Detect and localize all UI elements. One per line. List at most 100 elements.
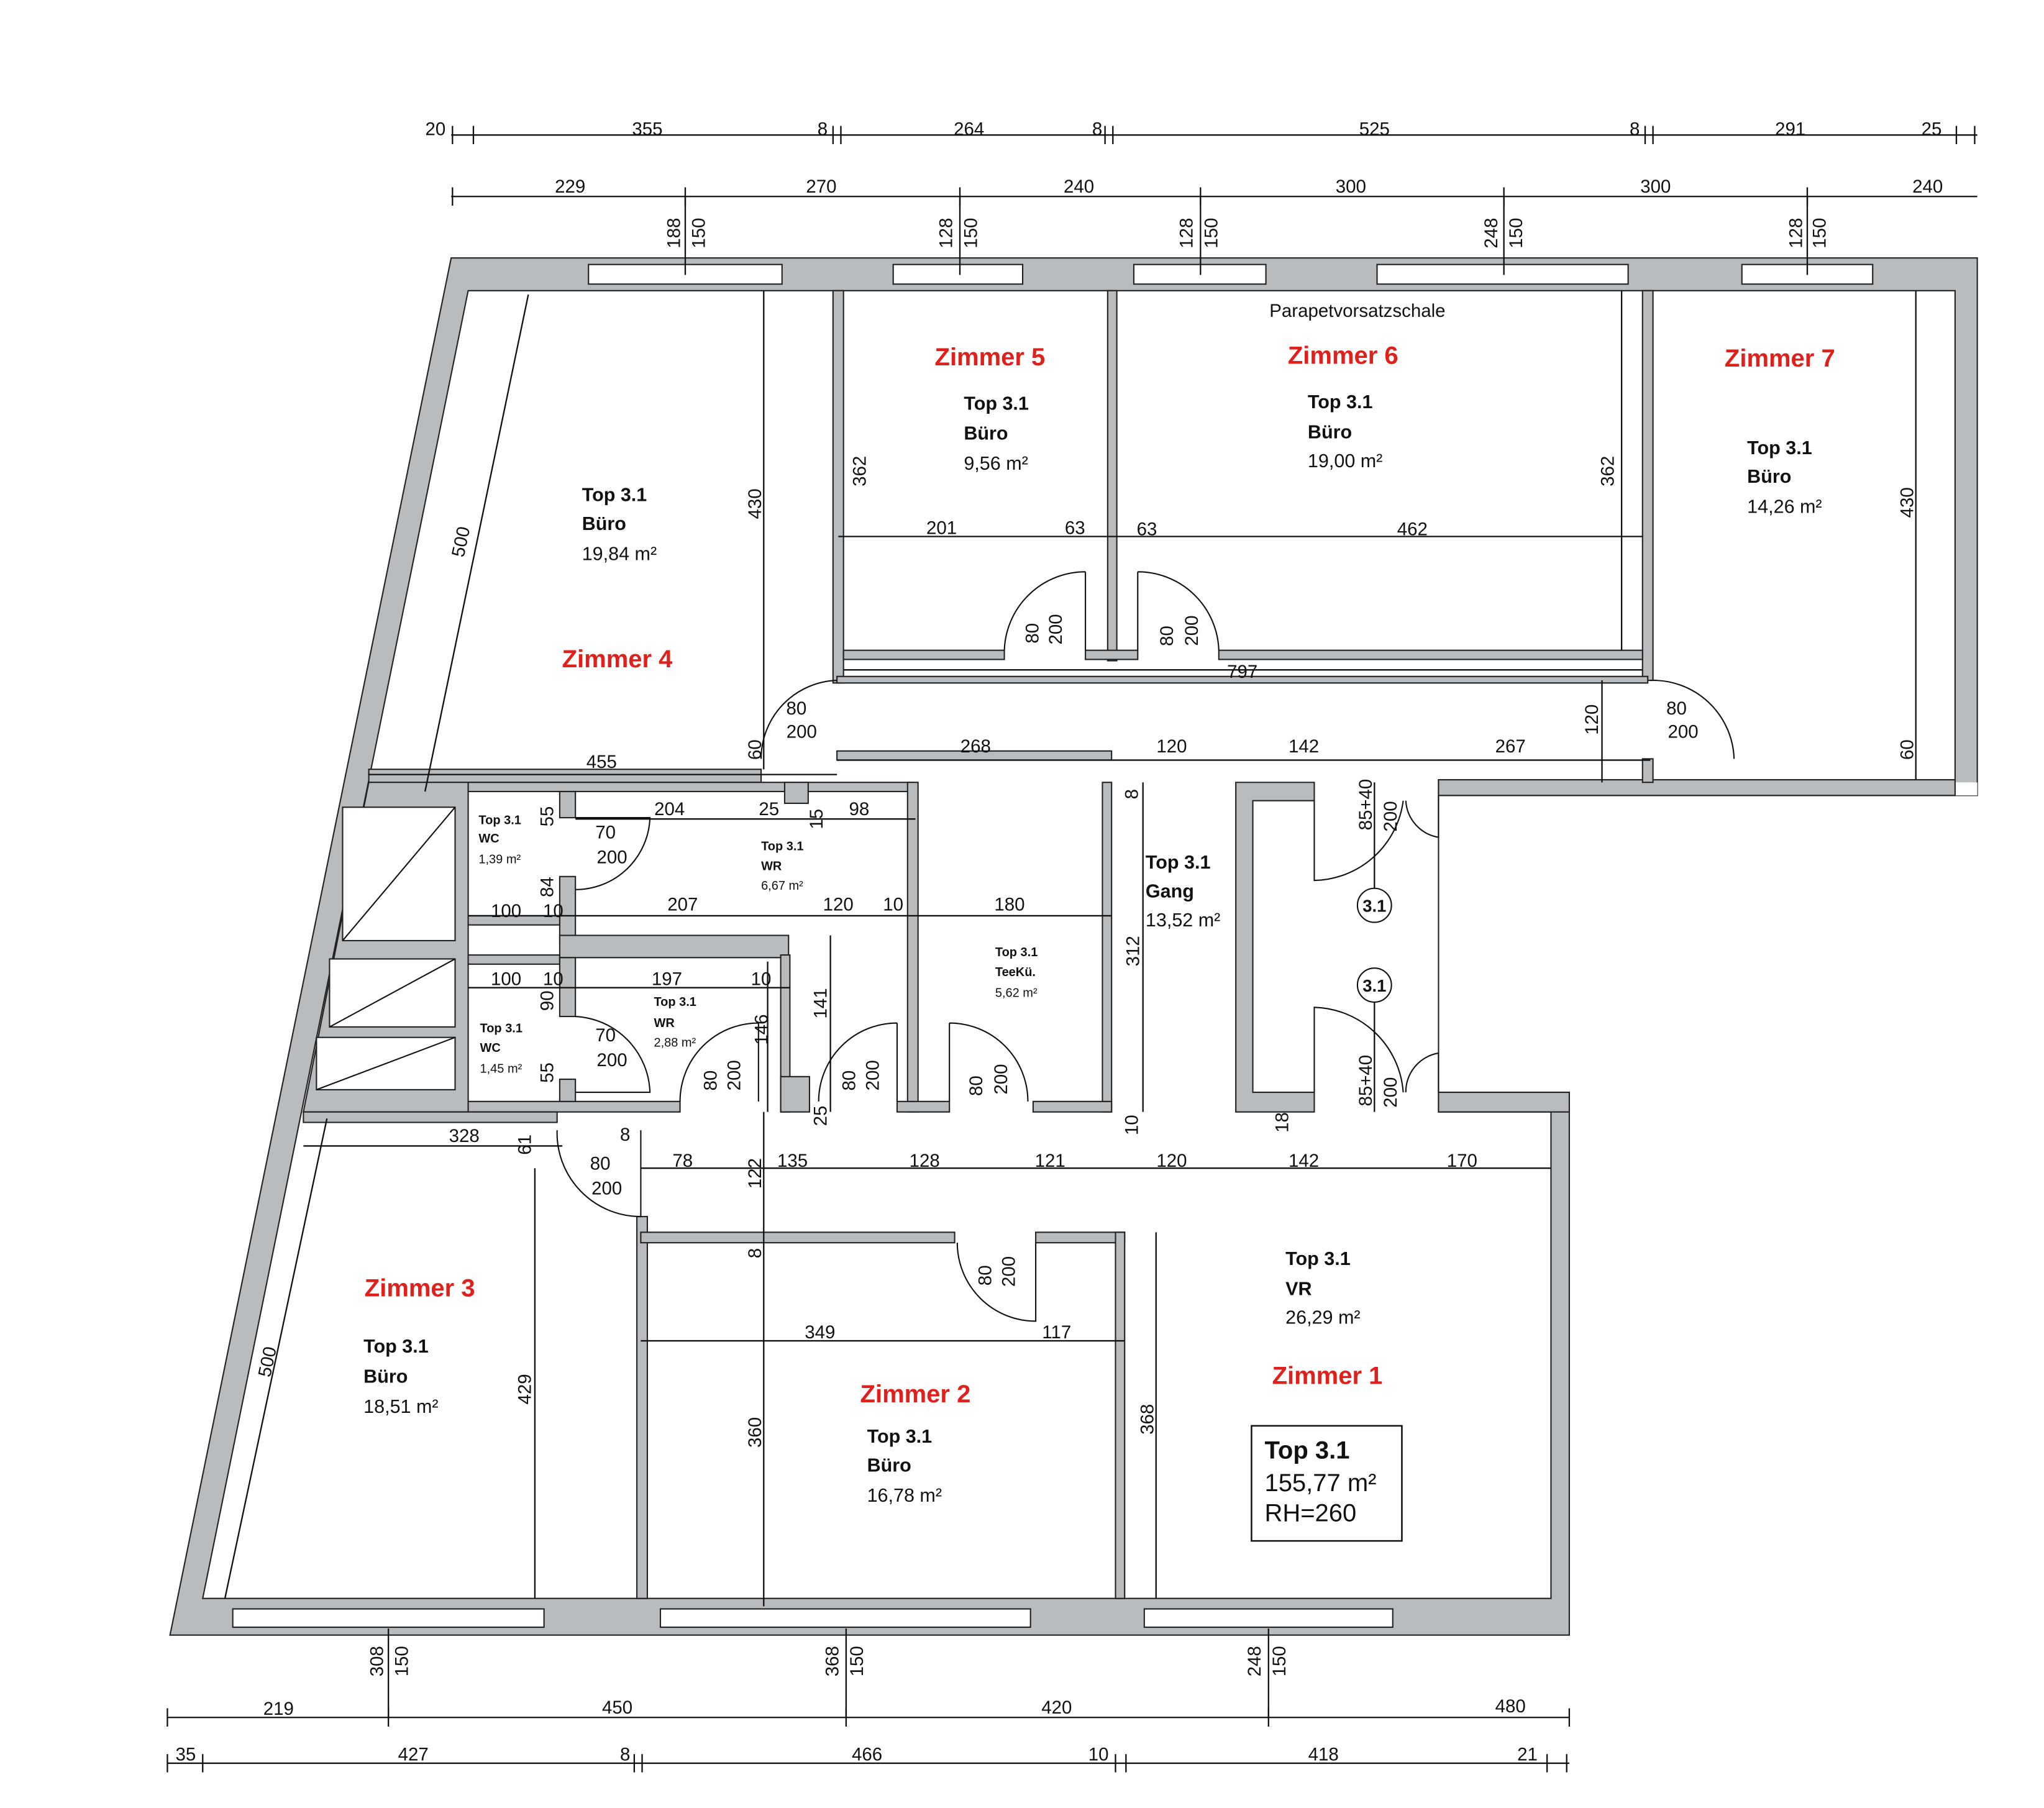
room-name: Zimmer 1 xyxy=(1272,1363,1383,1390)
dim-label: 270 xyxy=(806,176,836,197)
room-area: 1,39 m² xyxy=(478,853,521,867)
door-swings xyxy=(556,571,1735,1322)
dim-label: 480 xyxy=(1495,1696,1526,1717)
dim-label: 240 xyxy=(1064,176,1094,197)
room-name: Zimmer 5 xyxy=(935,344,1046,371)
dim-label: 90 xyxy=(537,990,557,1011)
dim-label: 10 xyxy=(543,969,563,990)
dim-label: 368 xyxy=(1138,1404,1158,1435)
dim-label: 200 xyxy=(724,1060,744,1090)
dim-label: 450 xyxy=(602,1697,632,1718)
dim-label: 122 xyxy=(745,1158,765,1189)
room-unit: Top 3.1 xyxy=(995,946,1038,959)
room-type: WC xyxy=(480,1041,501,1055)
dim-label: 268 xyxy=(960,736,991,757)
room-unit: Top 3.1 xyxy=(478,814,521,828)
room-area: 18,51 m² xyxy=(363,1396,438,1417)
dim-label: 300 xyxy=(1640,176,1671,197)
window-width: 308 xyxy=(367,1646,388,1676)
dim-label: 128 xyxy=(910,1151,940,1171)
dim-label: 200 xyxy=(998,1256,1019,1287)
dim-label: 10 xyxy=(751,969,772,990)
dim-label: 200 xyxy=(597,1050,627,1071)
dim-label: 117 xyxy=(1042,1322,1071,1343)
room-unit: Top 3.1 xyxy=(654,995,696,1009)
dim-label: 10 xyxy=(883,895,903,915)
dim-label: 8 xyxy=(1121,789,1142,799)
room-type: Büro xyxy=(964,423,1008,444)
dim-label: 142 xyxy=(1289,736,1319,757)
window-height: 150 xyxy=(392,1646,413,1676)
dim-label: 120 xyxy=(1156,736,1187,757)
room-area: 1,45 m² xyxy=(480,1062,522,1076)
dim-label: 229 xyxy=(555,176,585,197)
room-unit: Top 3.1 xyxy=(1747,437,1812,459)
parapet-label: Parapetvorsatzschale xyxy=(1269,301,1445,321)
dim-label: 80 xyxy=(1022,623,1043,644)
room-zimmer5: Zimmer 5 Top 3.1 Büro 9,56 m² xyxy=(935,344,1046,474)
room-area: 6,67 m² xyxy=(761,879,803,893)
room-type: Büro xyxy=(582,513,626,534)
dim-label: 797 xyxy=(1227,662,1257,682)
dim-label: 10 xyxy=(1088,1745,1109,1765)
room-type: Büro xyxy=(363,1366,408,1387)
dim-label: 360 xyxy=(745,1417,765,1448)
dim-label: 328 xyxy=(449,1126,480,1146)
room-type: TeeKü. xyxy=(995,966,1036,979)
window-height: 150 xyxy=(1269,1646,1290,1676)
room-unit: Top 3.1 xyxy=(480,1021,522,1035)
summary-unit: Top 3.1 xyxy=(1264,1436,1349,1464)
dim-label: 427 xyxy=(398,1745,429,1765)
dim-label: 98 xyxy=(849,799,870,820)
room-type: WR xyxy=(654,1016,675,1030)
room-type: Büro xyxy=(1308,422,1352,443)
summary-area: 155,77 m² xyxy=(1264,1469,1376,1497)
dim-label: 170 xyxy=(1447,1151,1477,1171)
dim-label: 267 xyxy=(1495,736,1526,757)
dim-label: 60 xyxy=(1897,739,1918,760)
room-type: WC xyxy=(478,832,499,846)
axis-markers: 3.1 3.1 xyxy=(1362,897,1386,995)
dim-label: 200 xyxy=(1046,614,1066,644)
room-area: 9,56 m² xyxy=(964,453,1028,474)
room-gang: Top 3.1 Gang 13,52 m² xyxy=(1146,852,1220,931)
dim-label: 10 xyxy=(1121,1115,1142,1135)
dim-label: 21 xyxy=(1517,1745,1538,1765)
dim-label: 80 xyxy=(787,698,807,719)
room-type: WR xyxy=(761,859,782,873)
dim-label: 25 xyxy=(1922,119,1942,139)
dim-label: 80 xyxy=(1157,626,1177,646)
window-height: 150 xyxy=(1809,218,1830,249)
dim-label: 200 xyxy=(991,1064,1011,1094)
dim-label: 300 xyxy=(1336,176,1366,197)
dim-label: 84 xyxy=(537,877,557,897)
dim-label: 10 xyxy=(543,901,563,921)
dim-label: 525 xyxy=(1359,119,1390,139)
dim-label: 219 xyxy=(263,1699,294,1719)
dim-label: 120 xyxy=(1156,1151,1187,1171)
dim-label: 200 xyxy=(787,722,817,742)
dim-label: 100 xyxy=(491,969,521,990)
window-height: 150 xyxy=(847,1646,867,1676)
dim-label: 70 xyxy=(595,1025,616,1046)
dim-label: 20 xyxy=(426,119,446,139)
unit-summary-box: Top 3.1 155,77 m² RH=260 xyxy=(1251,1425,1403,1542)
room-wr2: Top 3.1 WR 2,88 m² xyxy=(654,995,696,1049)
room-name: Zimmer 3 xyxy=(365,1274,475,1302)
room-wc2: Top 3.1 WC 1,45 m² xyxy=(480,1021,522,1075)
dim-label: 420 xyxy=(1041,1697,1072,1718)
room-area: 13,52 m² xyxy=(1146,910,1220,931)
room-unit: Top 3.1 xyxy=(1285,1248,1351,1269)
dim-label: 60 xyxy=(745,739,765,760)
room-type: Büro xyxy=(867,1455,911,1476)
dim-label: 55 xyxy=(537,806,557,827)
dim-label: 25 xyxy=(810,1106,831,1126)
window-width: 128 xyxy=(936,218,956,249)
room-type: VR xyxy=(1285,1278,1312,1299)
bottom-dimensions: 219 450 420 480 35 427 8 466 10 418 21 3… xyxy=(176,1646,1538,1765)
dim-label: 80 xyxy=(590,1153,611,1174)
window-height: 150 xyxy=(960,218,981,249)
summary-room-height: RH=260 xyxy=(1264,1500,1356,1527)
dim-label: 135 xyxy=(777,1151,808,1171)
